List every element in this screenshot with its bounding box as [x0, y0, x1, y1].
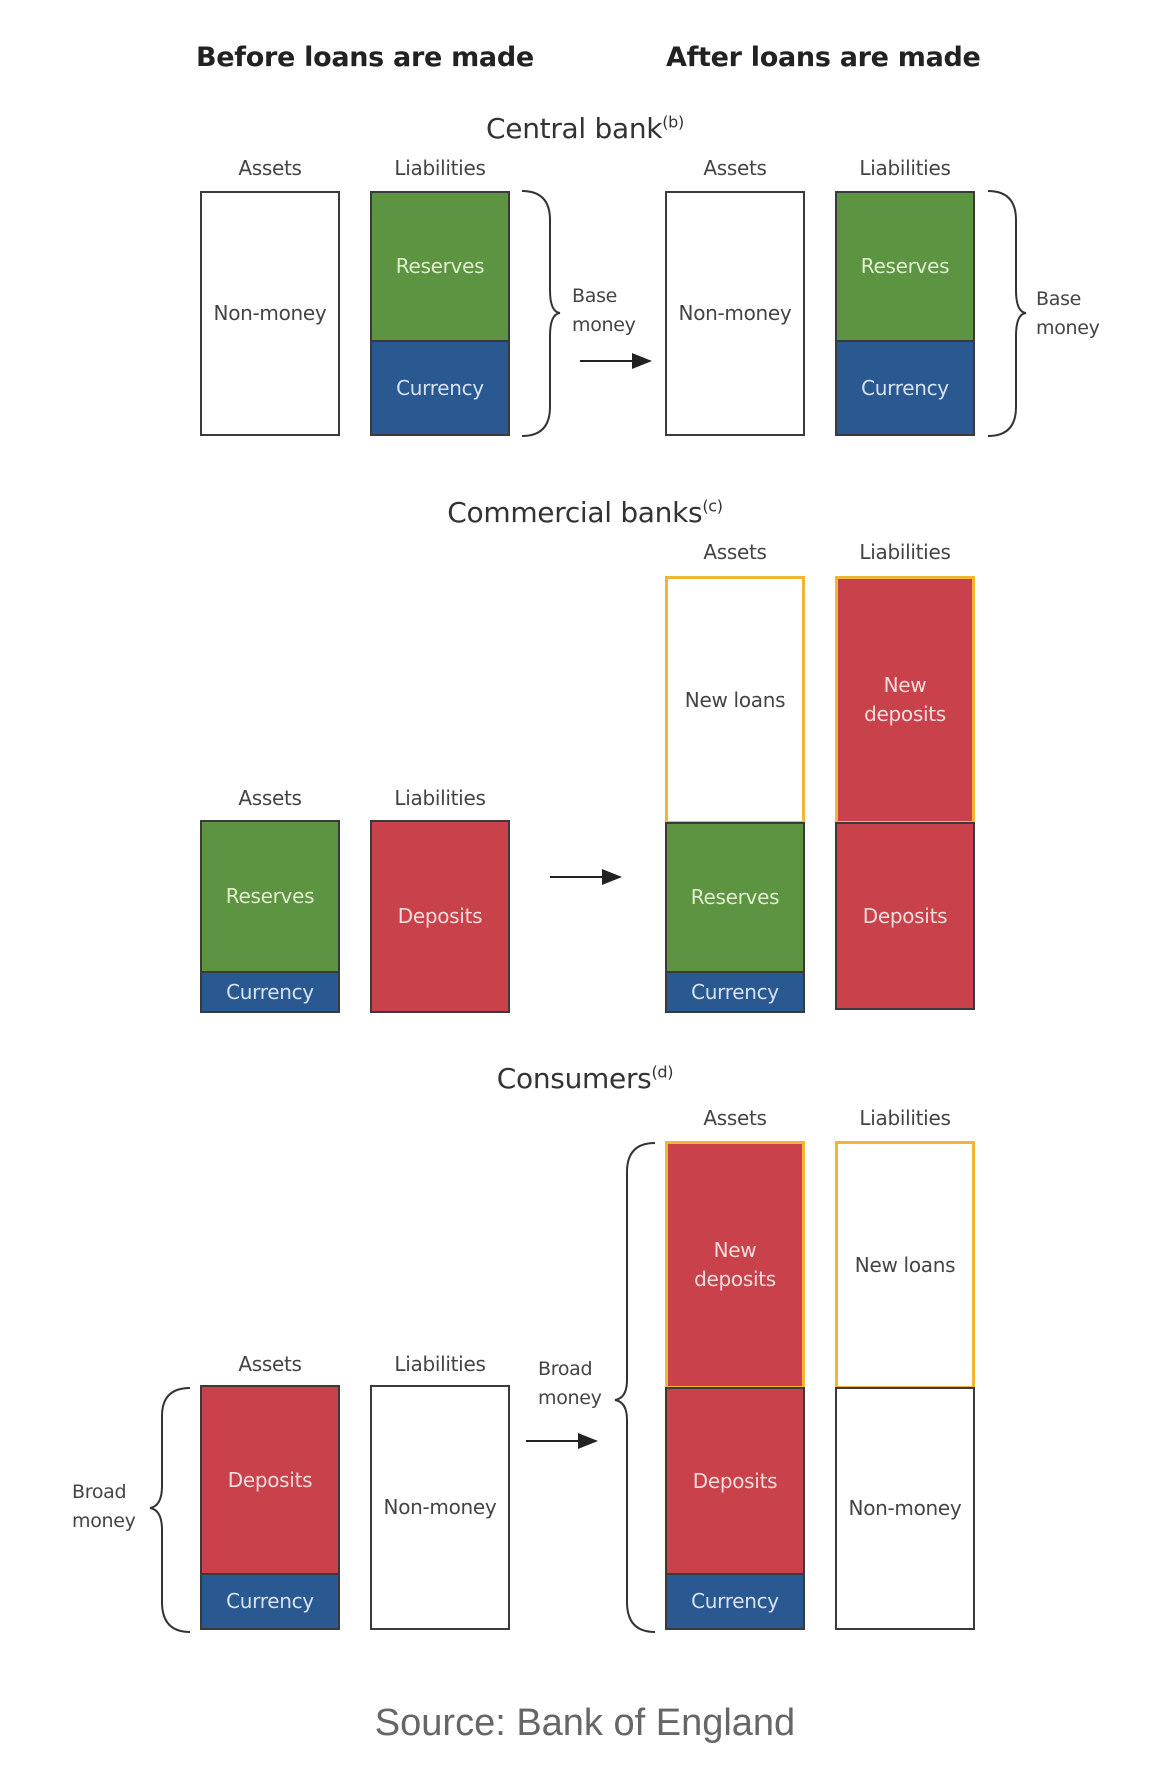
consumers-title: Consumers(d): [385, 1062, 785, 1095]
commercial-banks-note: (c): [702, 496, 723, 516]
con-before-assets-label: Assets: [238, 1352, 302, 1376]
cb-after-reserves-block: Reserves: [835, 191, 975, 342]
cb-before-assets-label: Assets: [238, 156, 302, 180]
con-before-liabilities-label: Liabilities: [394, 1352, 486, 1376]
com-before-assets-label: Assets: [238, 786, 302, 810]
com-after-liabilities-label: Liabilities: [859, 540, 951, 564]
com-after-assets-label: Assets: [703, 540, 767, 564]
cb-after-currency-block: Currency: [835, 340, 975, 436]
con-broad-money-label-after: Broad money: [538, 1358, 602, 1409]
cb-after-non-money-block: Non-money: [665, 191, 805, 436]
con-brace-before: [149, 1387, 191, 1633]
cb-base-money-label-before: Base money: [572, 285, 636, 336]
cb-before-currency-block: Currency: [370, 340, 510, 436]
com-after-currency-block: Currency: [665, 971, 805, 1013]
central-bank-title: Central bank(b): [385, 112, 785, 145]
cb-before-reserves-block: Reserves: [370, 191, 510, 342]
cb-brace-before: [521, 190, 561, 437]
com-before-liabilities-label: Liabilities: [394, 786, 486, 810]
com-after-new-loans-block: New loans: [665, 576, 805, 824]
com-before-currency-block: Currency: [200, 971, 340, 1013]
con-broad-money-label-before: Broad money: [72, 1481, 136, 1532]
con-before-currency-block: Currency: [200, 1573, 340, 1630]
con-after-new-deposits-block: New deposits: [665, 1141, 805, 1389]
cb-after-assets-label: Assets: [703, 156, 767, 180]
con-brace-after: [614, 1142, 656, 1633]
cb-after-liabilities-label: Liabilities: [859, 156, 951, 180]
central-bank-note: (b): [662, 112, 684, 132]
after-header: After loans are made: [666, 42, 981, 73]
con-before-deposits-block: Deposits: [200, 1385, 340, 1575]
com-before-deposits-block: Deposits: [370, 820, 510, 1013]
con-after-deposits-block: Deposits: [665, 1387, 805, 1575]
com-after-reserves-block: Reserves: [665, 822, 805, 973]
con-after-currency-block: Currency: [665, 1573, 805, 1630]
before-header: Before loans are made: [196, 42, 534, 73]
con-after-new-loans-block: New loans: [835, 1141, 975, 1389]
con-after-assets-label: Assets: [703, 1106, 767, 1130]
com-before-reserves-block: Reserves: [200, 820, 340, 973]
cb-brace-after: [987, 190, 1027, 437]
con-after-liabilities-label: Liabilities: [859, 1106, 951, 1130]
consumers-note: (d): [651, 1062, 674, 1082]
cb-before-non-money-block: Non-money: [200, 191, 340, 436]
con-after-non-money-block: Non-money: [835, 1387, 975, 1630]
source-credit: Source: Bank of England: [374, 1702, 796, 1744]
com-after-deposits-block: Deposits: [835, 822, 975, 1010]
cb-base-money-label-after: Base money: [1036, 288, 1100, 339]
commercial-banks-title: Commercial banks(c): [385, 496, 785, 529]
cb-before-liabilities-label: Liabilities: [394, 156, 486, 180]
commercial-banks-title-text: Commercial banks: [447, 496, 703, 529]
consumers-title-text: Consumers: [496, 1062, 652, 1095]
central-bank-title-text: Central bank: [486, 112, 663, 145]
con-before-non-money-block: Non-money: [370, 1385, 510, 1630]
